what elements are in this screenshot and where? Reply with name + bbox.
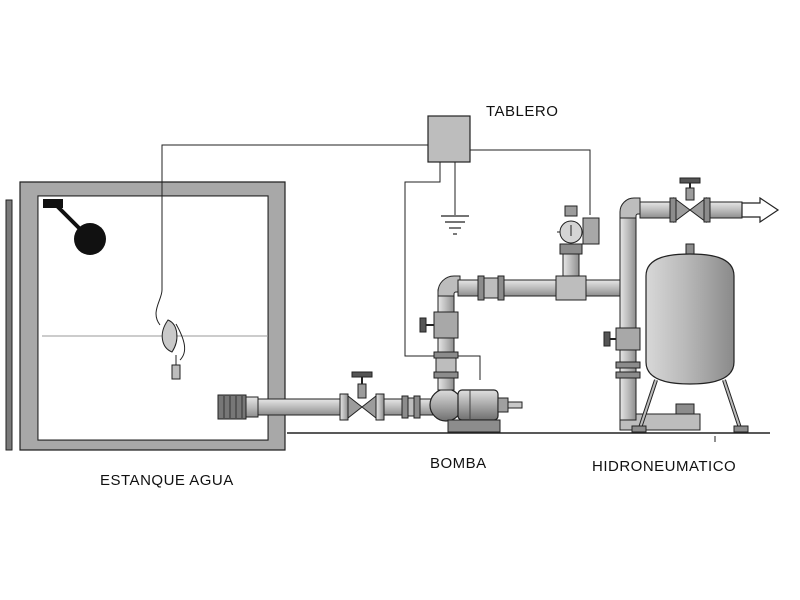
label-estanque-agua: ESTANQUE AGUA <box>100 472 234 489</box>
control-panel <box>427 115 471 163</box>
label-hidroneumatico: HIDRONEUMATICO <box>592 458 737 475</box>
pump <box>429 388 523 433</box>
vessel-supply-pipe <box>603 177 743 431</box>
panel-wire-to-pressure-switch <box>470 149 591 215</box>
panel-wire-to-pump <box>404 162 481 380</box>
level-switch-weight <box>171 364 181 380</box>
level-switch-cable <box>155 144 430 326</box>
float-valve-arm-bracket <box>43 199 63 208</box>
suction-pipe <box>257 371 435 421</box>
label-bomba: BOMBA <box>430 455 487 472</box>
ground-symbol-icon <box>441 215 469 235</box>
outlet-arrow-icon <box>741 196 780 224</box>
hydropneumatic-tank <box>631 243 749 442</box>
label-tablero: TABLERO <box>486 103 559 120</box>
pressure-switch <box>557 205 600 255</box>
level-float-switch <box>161 319 178 353</box>
discharge-pipe <box>419 253 621 391</box>
water-tank <box>5 181 286 451</box>
float-ball-icon <box>74 223 106 255</box>
